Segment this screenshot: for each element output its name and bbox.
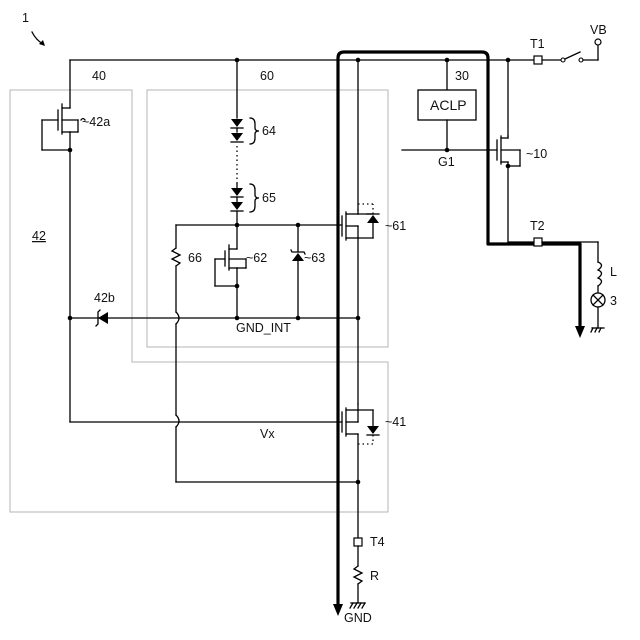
diode-64-label: 64 [262, 124, 276, 138]
lamp-3-label: 3 [610, 294, 617, 308]
gnd-label: GND [344, 611, 372, 625]
zener-63-symbol [291, 250, 305, 261]
figure-number-label: 1 [22, 11, 29, 25]
inductor-l-label: L [610, 265, 617, 279]
zener-63-label: ~63 [304, 251, 325, 265]
g1-label: G1 [438, 155, 455, 169]
resistor-r-label: R [370, 569, 379, 583]
vb-terminal [595, 39, 601, 45]
diode-42b-symbol [96, 310, 108, 326]
transistor-61-symbol [342, 204, 379, 240]
aclp-label: ACLP [430, 97, 467, 113]
lamp-3-symbol [591, 293, 605, 307]
gnd-int-label: GND_INT [236, 321, 291, 335]
diode-65-label: 65 [262, 191, 276, 205]
t1-label: T1 [530, 37, 545, 51]
t4-terminal [354, 538, 362, 546]
arrowhead-right [575, 326, 585, 338]
vx-label: Vx [260, 427, 275, 441]
transistor-42a-label: ~42a [82, 115, 110, 129]
block-30-label: 30 [455, 69, 469, 83]
transistor-62-label: ~62 [246, 251, 267, 265]
transistor-42a-symbol [42, 104, 78, 150]
t1-terminal [534, 56, 542, 64]
block-40-label: 40 [92, 69, 106, 83]
resistor-66-label: 66 [188, 251, 202, 265]
block-60-label: 60 [260, 69, 274, 83]
transistor-61-label: ~61 [385, 219, 406, 233]
transistor-62-symbol [215, 245, 246, 286]
inductor-l-symbol [598, 262, 602, 286]
vb-label: VB [590, 23, 607, 37]
t2-terminal [534, 238, 542, 246]
resistor-r-symbol [354, 566, 362, 584]
diode-42b-label: 42b [94, 291, 115, 305]
resistor-66-symbol [172, 248, 180, 266]
vb-switch [565, 52, 580, 59]
diode-stack-64 [231, 119, 243, 142]
current-path-arrow-left [338, 52, 580, 606]
block-40-outline [10, 90, 388, 512]
diode-stack-65 [231, 184, 243, 211]
block-42-label: 42 [32, 229, 46, 243]
transistor-10-label: ~10 [526, 147, 547, 161]
t2-label: T2 [530, 219, 545, 233]
arrowhead-left [333, 604, 343, 616]
transistor-41-symbol [342, 404, 379, 444]
transistor-41-label: ~41 [385, 415, 406, 429]
t4-label: T4 [370, 535, 385, 549]
